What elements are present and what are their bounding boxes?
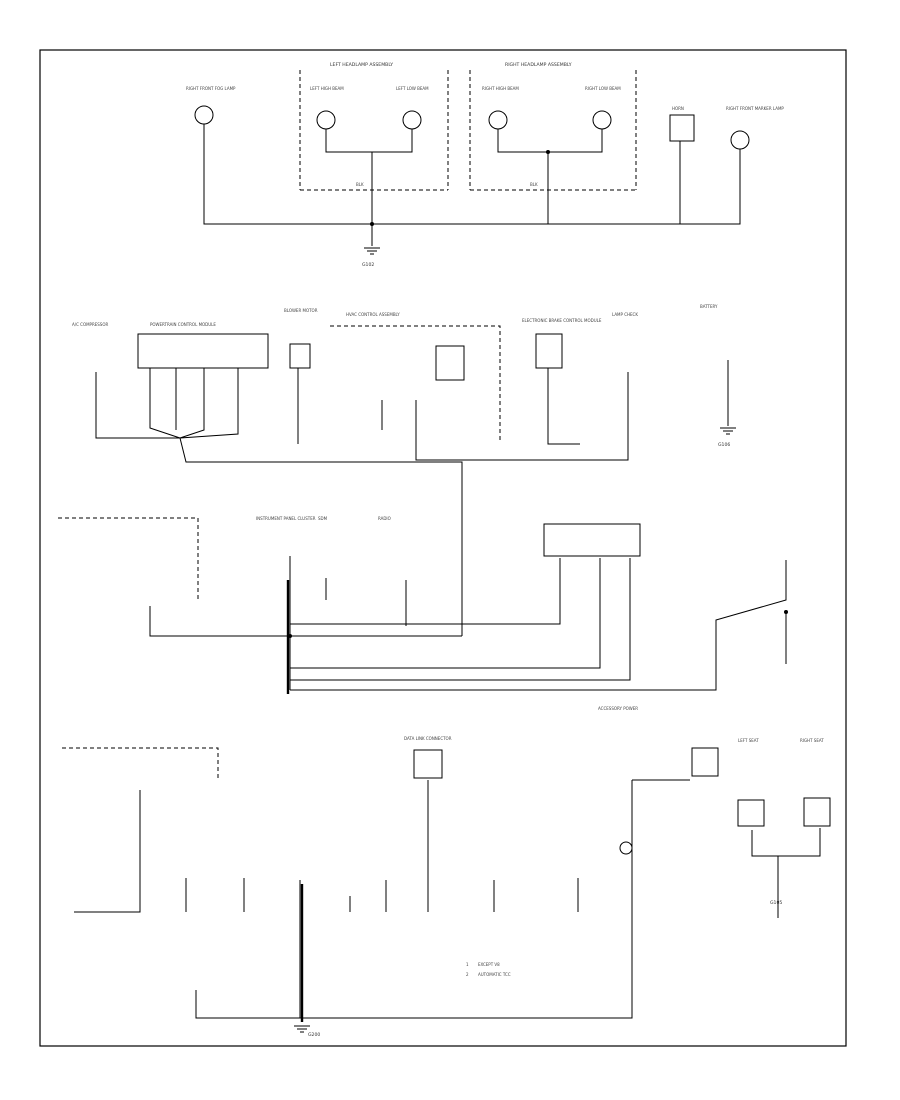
pcm-wires: [95, 360, 729, 636]
lower-section: DATA LINK CONNECTOR ACCESSORY POWER LEFT…: [62, 706, 831, 1038]
horn-icon: [669, 114, 695, 142]
hvac-module-box: [435, 345, 465, 381]
ipc-label: INSTRUMENT PANEL CLUSTER: [256, 516, 316, 521]
left-headlamp-enclosure: [299, 70, 449, 191]
accessory-box: [691, 747, 719, 777]
right-seat-box: [803, 797, 831, 827]
ebcm-label: ELECTRONIC BRAKE CONTROL MODULE: [522, 318, 602, 323]
hvac-enclosure: [330, 325, 501, 440]
ipc-section: INSTRUMENT PANEL CLUSTER SDM RADIO: [58, 516, 788, 694]
legend: 1 EXCEPT V8 2 AUTOMATIC TCC: [466, 962, 511, 977]
air-cond-label: A/C COMPRESSOR: [72, 322, 108, 327]
right-headlamp-label: RIGHT HEADLAMP ASSEMBLY: [505, 62, 572, 68]
ground-g200-symbol: [294, 1025, 310, 1033]
left-seat-box: [737, 799, 765, 827]
wire-color-label: BLK: [530, 182, 538, 187]
marker-lamp-label: RIGHT FRONT MARKER LAMP: [726, 106, 784, 111]
wire-color-label: BLK: [356, 182, 364, 187]
ebcm-lower-box: [543, 523, 641, 557]
splice-dot: [370, 222, 374, 226]
blower-box: [289, 343, 311, 369]
lamp-check-label: LAMP CHECK: [612, 312, 638, 317]
marker-lamp-icon: [730, 130, 750, 150]
ebcm-box: [535, 333, 563, 369]
pcm-section: POWERTRAIN CONTROL MODULE A/C COMPRESSOR…: [72, 304, 736, 636]
ground-g106-label: G106: [718, 442, 730, 448]
right-low-beam-icon: [592, 110, 612, 130]
left-seat-label: LEFT SEAT: [738, 738, 759, 743]
radio-label: RADIO: [378, 516, 391, 521]
left-high-beam-label: LEFT HIGH BEAM: [310, 86, 344, 91]
right-high-beam-icon: [488, 110, 508, 130]
left-high-beam-icon: [316, 110, 336, 130]
pcm-box: [137, 333, 269, 369]
headlamp-section: LEFT HEADLAMP ASSEMBLY RIGHT HEADLAMP AS…: [186, 62, 784, 268]
horn-label: HORN: [672, 106, 684, 111]
ground-g200-label: G200: [308, 1032, 320, 1038]
splice-dot: [784, 610, 788, 614]
ground-g102-symbol: [364, 247, 380, 255]
ground-g105-label: G105: [770, 900, 782, 906]
splice-dot: [546, 150, 550, 154]
relay-enclosure: [62, 747, 219, 780]
right-headlamp-enclosure: [469, 70, 637, 191]
hvac-label: HVAC CONTROL ASSEMBLY: [346, 312, 400, 317]
accessory-label: ACCESSORY POWER: [598, 706, 638, 711]
battery-label: BATTERY: [700, 304, 718, 309]
diagram-frame: [39, 49, 847, 1047]
blower-label: BLOWER MOTOR: [284, 308, 318, 313]
left-low-beam-label: LEFT LOW BEAM: [396, 86, 429, 91]
dlc-label: DATA LINK CONNECTOR: [404, 736, 452, 741]
right-seat-label: RIGHT SEAT: [800, 738, 824, 743]
legend-code: 2: [466, 972, 469, 977]
lower-wires: [74, 779, 821, 1019]
sdm-label: SDM: [318, 516, 328, 521]
left-headlamp-label: LEFT HEADLAMP ASSEMBLY: [330, 62, 393, 68]
legend-text: AUTOMATIC TCC: [478, 972, 511, 977]
ipc-wires: [149, 556, 787, 691]
pcm-label: POWERTRAIN CONTROL MODULE: [150, 322, 216, 327]
right-low-beam-label: RIGHT LOW BEAM: [585, 86, 621, 91]
fog-lamp-icon: [194, 105, 214, 125]
ground-g102-label: G102: [362, 262, 374, 268]
left-low-beam-icon: [402, 110, 422, 130]
ipc-enclosure: [58, 517, 199, 600]
right-high-beam-label: RIGHT HIGH BEAM: [482, 86, 519, 91]
lamp-icon: [619, 841, 633, 855]
legend-text: EXCEPT V8: [478, 962, 500, 967]
fog-lamp-label: RIGHT FRONT FOG LAMP: [186, 86, 236, 91]
dlc-box: [413, 749, 443, 779]
ground-g106-symbol: [720, 427, 736, 435]
headlamp-wires: [203, 124, 741, 246]
legend-code: 1: [466, 962, 469, 967]
